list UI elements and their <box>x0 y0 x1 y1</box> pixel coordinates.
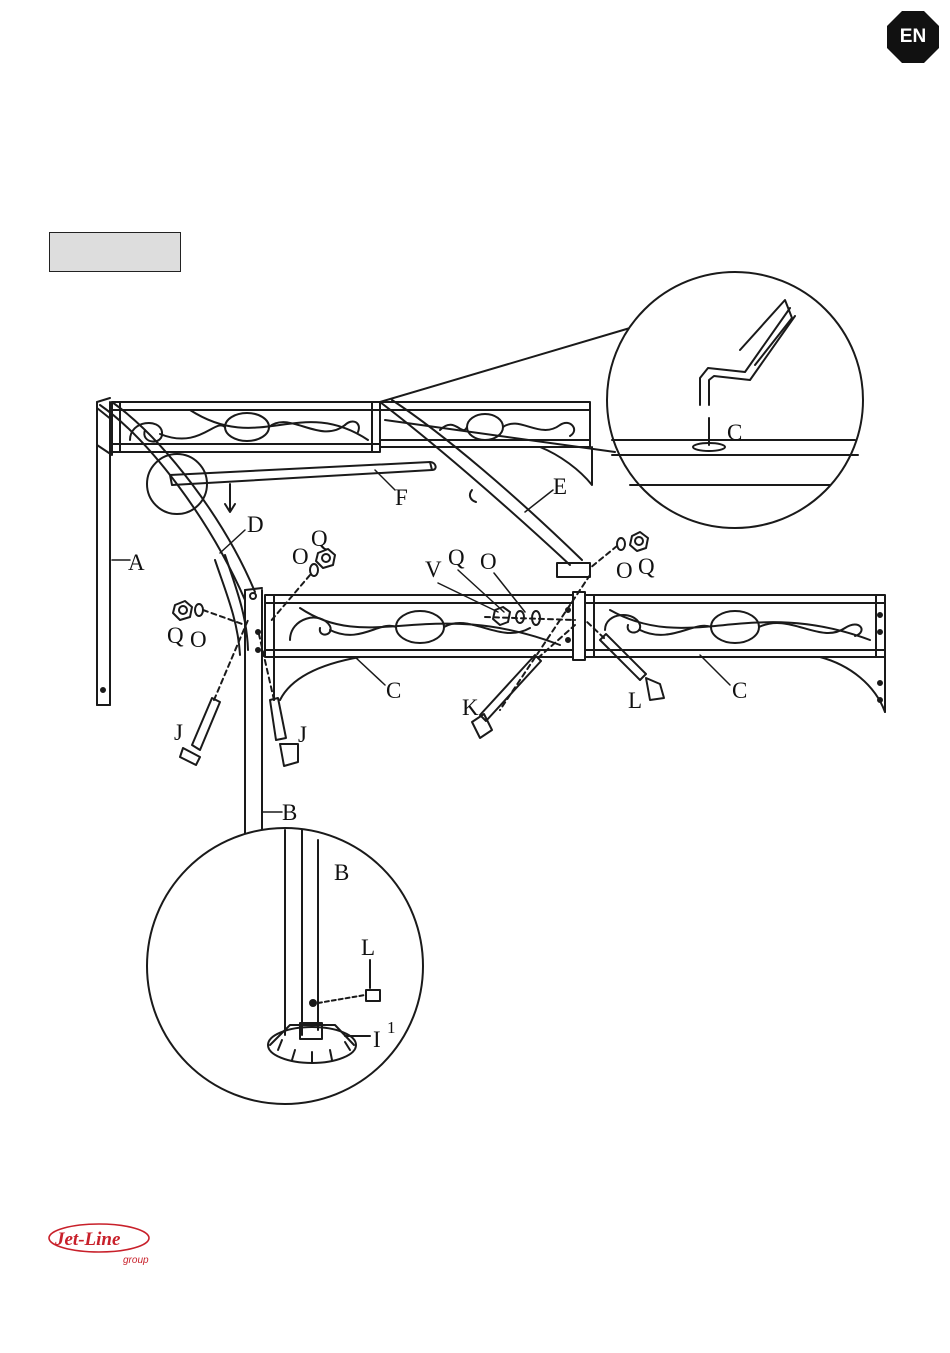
label-q-right: Q <box>638 554 655 579</box>
label-l-right: L <box>628 688 642 713</box>
bar-f <box>170 462 436 485</box>
washer-o-left-icon <box>195 604 203 616</box>
label-l-detail: L <box>361 935 375 960</box>
label-j-right: J <box>298 722 307 747</box>
label-c-detail: C <box>727 420 742 445</box>
label-o-topleft: O <box>292 544 309 569</box>
brand-logo: Jet-Line group <box>47 1218 157 1270</box>
bolt-k-icon <box>480 655 541 721</box>
label-q-topleft: Q <box>311 526 328 551</box>
back-top-frame <box>112 402 380 452</box>
label-k: K <box>462 695 479 720</box>
front-frame-c-left <box>265 595 573 700</box>
label-b: B <box>282 800 297 825</box>
washer-o-top-icon <box>310 564 318 576</box>
bolt-j-left-icon <box>192 698 220 750</box>
washer-o-right-icon <box>617 538 625 550</box>
leader-lines <box>112 470 730 870</box>
label-q-left: Q <box>167 623 184 648</box>
label-q-mid: Q <box>448 545 465 570</box>
washer-o-mid-icon <box>516 611 524 623</box>
nut-q-top-icon <box>316 549 335 568</box>
label-a: A <box>128 550 145 575</box>
rafter-end-bracket <box>557 563 590 577</box>
logo-sub-text: group <box>123 1255 149 1266</box>
label-o-mid: O <box>480 549 497 574</box>
detail-callout-top <box>380 272 863 528</box>
label-d: D <box>247 512 264 537</box>
label-o-right: O <box>616 558 633 583</box>
bolt-j-right-icon <box>270 698 286 740</box>
nut-q-right-icon <box>630 532 648 551</box>
logo-brand-text: Jet-Line <box>54 1229 121 1250</box>
post-a <box>97 398 112 705</box>
jet-line-logo-icon: Jet-Line group <box>47 1218 157 1270</box>
label-c-left: C <box>386 678 401 703</box>
label-o-left: O <box>190 627 207 652</box>
label-e: E <box>553 474 567 499</box>
label-i: I <box>373 1027 381 1052</box>
rafter-e <box>380 400 582 565</box>
nut-q-left-icon <box>173 601 192 620</box>
label-b-detail: B <box>334 860 349 885</box>
label-f: F <box>395 485 408 510</box>
label-j-left: J <box>174 720 183 745</box>
label-i-number: 1 <box>387 1018 396 1037</box>
label-v: V <box>425 557 442 582</box>
post-b <box>245 588 262 840</box>
detail-callout-bottom <box>147 828 423 1104</box>
label-c-right: C <box>732 678 747 703</box>
